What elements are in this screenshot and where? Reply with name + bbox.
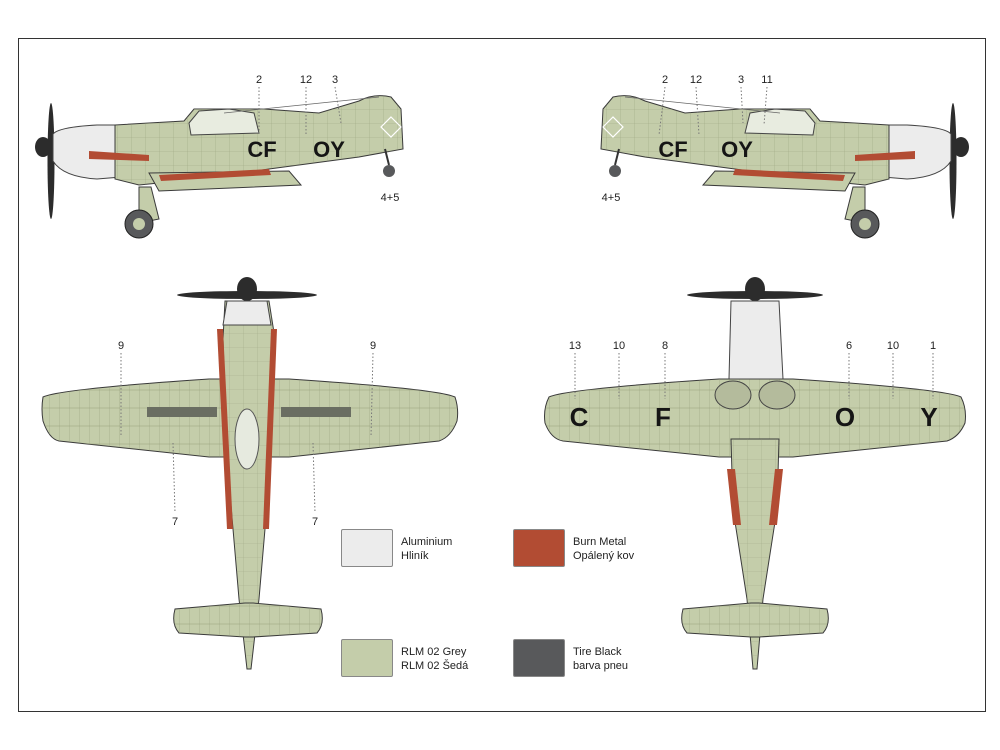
underwing-code-y: Y: [920, 402, 937, 432]
underwing-code-f: F: [655, 402, 671, 432]
callout-10-right: 10: [887, 340, 899, 352]
legend-burn-metal-en: Burn Metal: [573, 536, 627, 548]
callout-7-right: 7: [312, 516, 318, 528]
callout-12-left: 12: [300, 74, 312, 86]
callout-2-right: 2: [662, 74, 668, 86]
side-profile-left: CF OY 2 12 3 4+5: [35, 74, 404, 239]
callout-45-right: 4+5: [602, 192, 621, 204]
legend-rlm02-en: RLM 02 Grey: [401, 646, 467, 658]
top-view: 9 9 7 7: [41, 277, 459, 670]
code-oy-left: OY: [313, 137, 345, 162]
callout-13: 13: [569, 340, 581, 352]
swatch-burn-metal: [513, 529, 565, 567]
legend-rlm02: RLM 02 Grey RLM 02 Šedá: [341, 639, 531, 679]
callout-45-left: 4+5: [381, 192, 400, 204]
propeller-right-side: [949, 103, 969, 219]
callout-9-right: 9: [370, 340, 376, 352]
legend-tire-black-en: Tire Black: [573, 646, 622, 658]
legend-tire-black: Tire Black barva pneu: [513, 639, 703, 679]
swatch-rlm02: [341, 639, 393, 677]
underwing-code-c: C: [570, 402, 589, 432]
callout-6: 6: [846, 340, 852, 352]
underwing-code-o: O: [835, 402, 855, 432]
legend-tire-black-cz: barva pneu: [573, 660, 629, 672]
propeller-top: [177, 277, 317, 301]
code-cf-left: CF: [247, 137, 276, 162]
aircraft-profiles: CF OY 2 12 3 4+5: [35, 74, 969, 670]
callout-8: 8: [662, 340, 668, 352]
drawing-frame: CF OY 2 12 3 4+5: [18, 38, 986, 712]
legend-burn-metal: Burn Metal Opálený kov: [513, 529, 703, 569]
callout-2-left: 2: [256, 74, 262, 86]
code-oy-right: OY: [721, 137, 753, 162]
callout-9-left: 9: [118, 340, 124, 352]
legend-aluminium-en: Aluminium: [401, 536, 453, 548]
legend-rlm02-cz: RLM 02 Šedá: [401, 660, 469, 672]
legend-burn-metal-cz: Opálený kov: [573, 550, 635, 562]
swatch-tire-black: [513, 639, 565, 677]
callout-3-left: 3: [332, 74, 338, 86]
callout-1: 1: [930, 340, 936, 352]
side-profile-right: CF OY 2 12 3 11 4+5: [600, 74, 969, 239]
propeller-bottom: [687, 277, 823, 301]
callout-3-right: 3: [738, 74, 744, 86]
callout-11-right: 11: [761, 74, 772, 86]
legend-aluminium-cz: Hliník: [401, 550, 429, 562]
callout-12-right: 12: [690, 74, 702, 86]
legend-aluminium: Aluminium Hliník: [341, 529, 531, 569]
bottom-view: C F O Y 13 10 8 6 10 1: [544, 277, 966, 670]
propeller-left-side: [35, 103, 55, 219]
swatch-aluminium: [341, 529, 393, 567]
callout-10-left: 10: [613, 340, 625, 352]
callout-7-left: 7: [172, 516, 178, 528]
code-cf-right: CF: [658, 137, 687, 162]
